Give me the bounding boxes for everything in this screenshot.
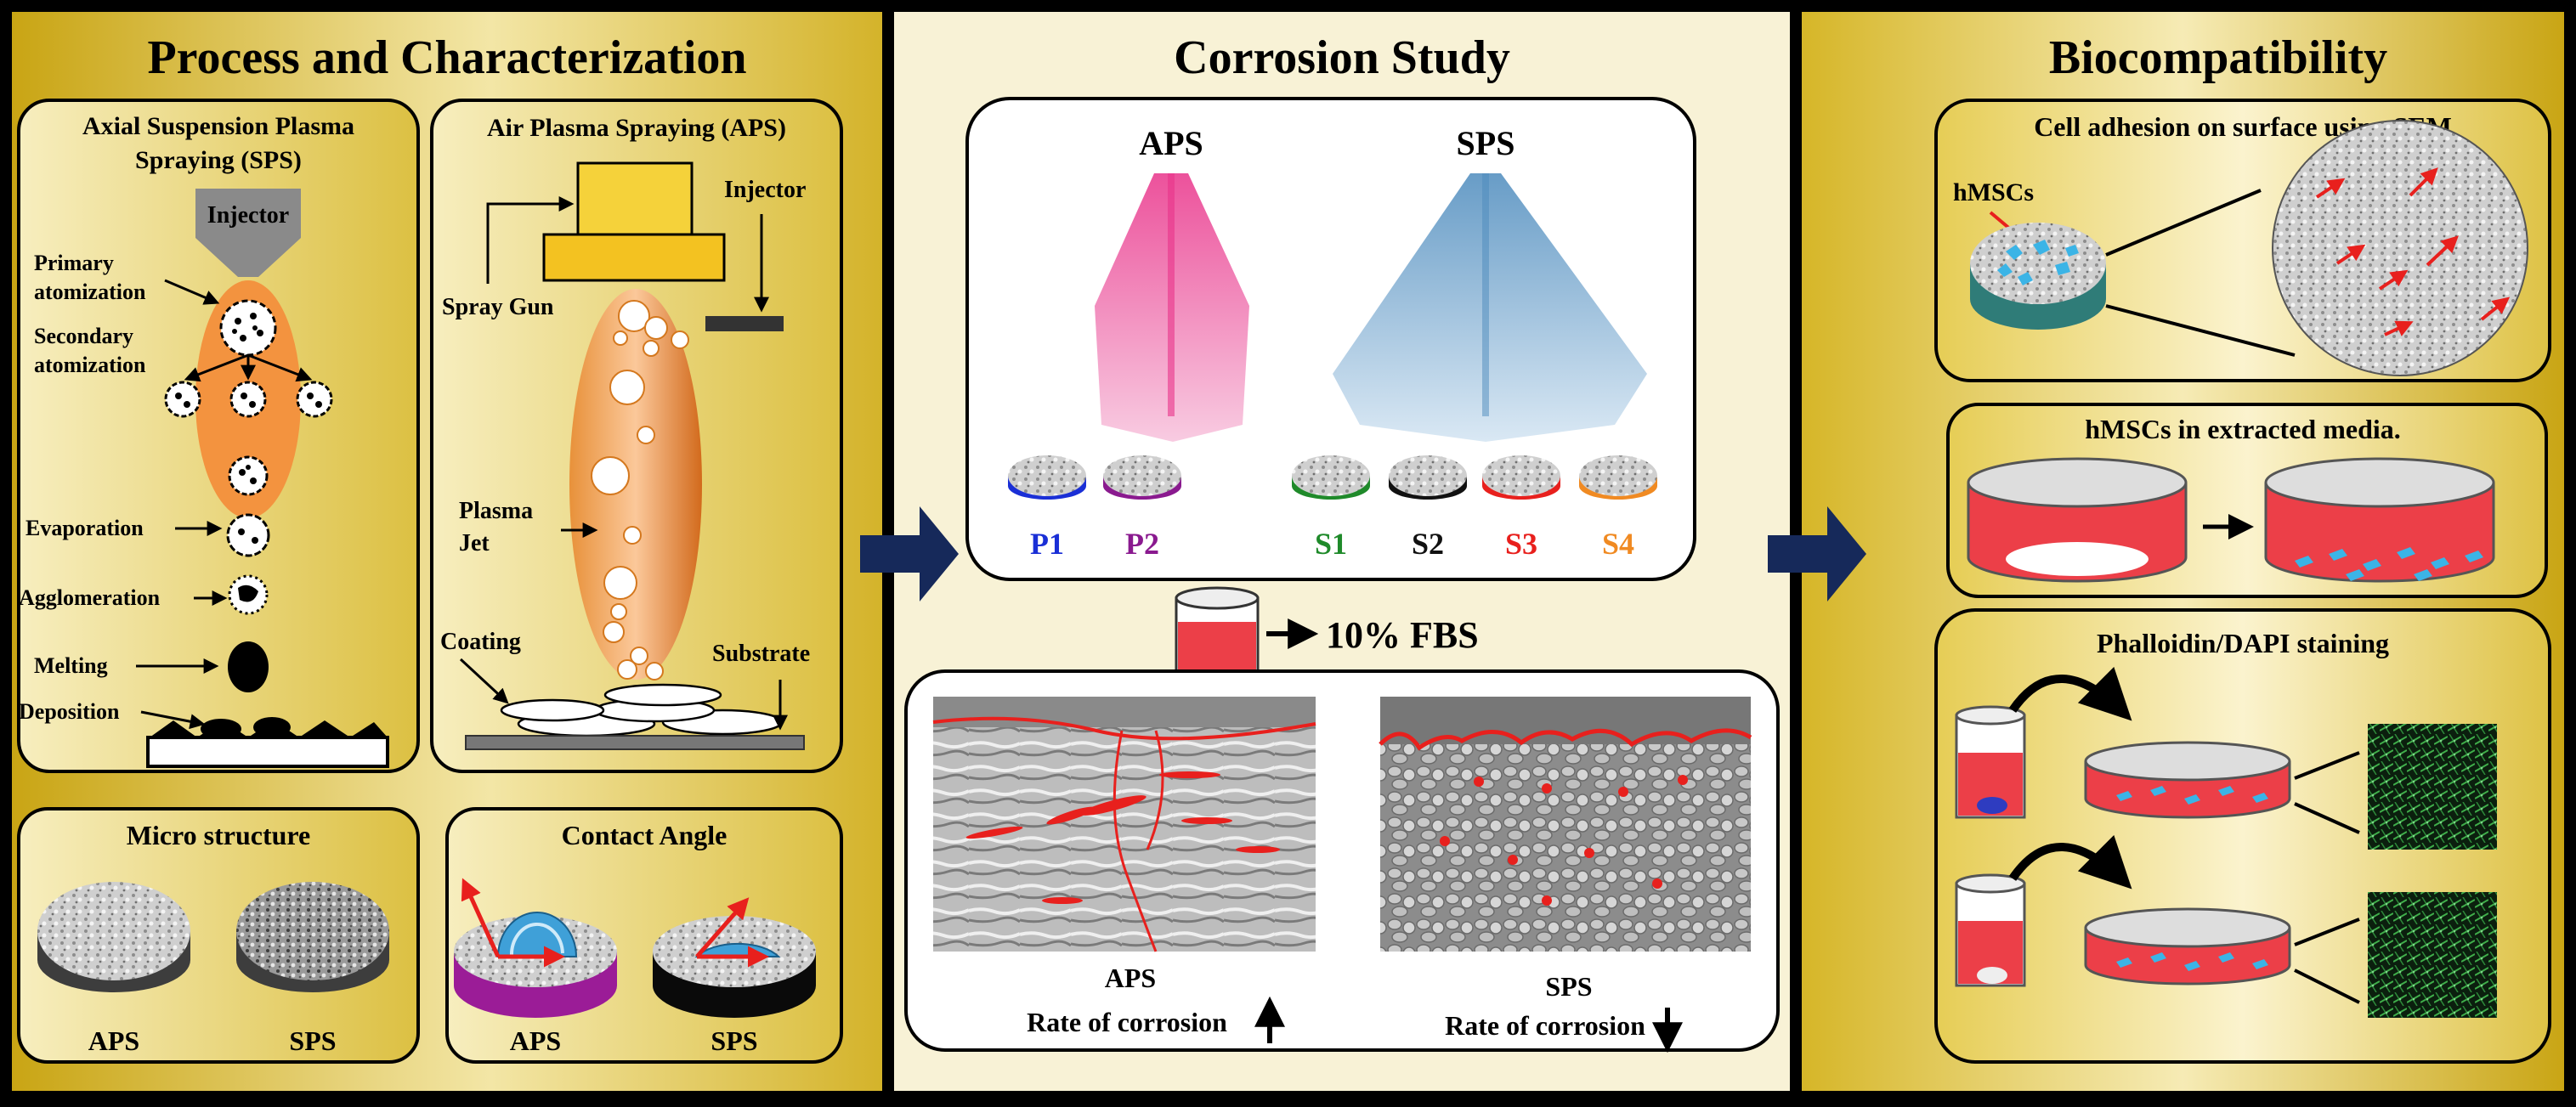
aps-plasma-jet <box>569 289 702 680</box>
droplet-group-icon <box>164 299 333 615</box>
aps-cross-section-image <box>932 697 1316 952</box>
aps-process-box: Air Plasma Spraying (APS) Injector Spray… <box>430 99 843 773</box>
sample-label-row: P1 P2 S1 S2 S3 S4 <box>1030 527 1634 561</box>
sample-label-s1: S1 <box>1315 527 1347 561</box>
micro-label-sps: SPS <box>289 1025 336 1056</box>
aps-coating-label: Coating <box>440 629 521 655</box>
label-melting: Melting <box>34 653 108 678</box>
fbs-beaker-icon <box>1175 586 1260 676</box>
injector-icon: Injector <box>195 189 301 277</box>
contact-label-sps: SPS <box>711 1025 757 1056</box>
staining-row-1 <box>1955 666 2497 850</box>
spray-label-aps: APS <box>1139 124 1203 162</box>
label-evaporation: Evaporation <box>25 516 144 540</box>
fluorescence-image-2 <box>2368 892 2497 1018</box>
sps-injector-label: Injector <box>207 202 289 229</box>
cross-section-box: APS Rate of corrosion SPS Rate of corros… <box>904 669 1780 1053</box>
aps-disc-icon <box>37 882 190 992</box>
spray-label-sps: SPS <box>1457 124 1515 162</box>
aps-plasma-label-line1: Plasma <box>459 498 533 524</box>
aps-spray-fan <box>1095 173 1249 442</box>
aps-particles <box>591 300 689 681</box>
contact-angle-box: Contact Angle APS SPS <box>445 807 843 1064</box>
sample-label-s3: S3 <box>1505 527 1537 561</box>
aps-box-title: Air Plasma Spraying (APS) <box>487 114 786 142</box>
sps-box-title-line2: Spraying (SPS) <box>135 146 302 174</box>
sample-disc-s1-icon <box>1292 455 1370 500</box>
microstructure-box: Micro structure APS SPS <box>17 807 420 1064</box>
tube-icon-1 <box>1955 705 2026 819</box>
aps-plasma-label-line2: Jet <box>459 530 490 556</box>
sample-disc-s2-icon <box>1389 455 1467 500</box>
cs-label-sps: SPS <box>1545 971 1592 1002</box>
label-primary-line1: Primary <box>34 251 114 275</box>
staining-title: Phalloidin/DAPI staining <box>2097 628 2389 658</box>
label-secondary-line2: atomization <box>34 353 146 377</box>
micro-title: Micro structure <box>127 820 311 850</box>
aps-injector-label: Injector <box>724 177 806 203</box>
micro-label-aps: APS <box>88 1025 139 1056</box>
staining-row-2 <box>1955 834 2497 1018</box>
aps-splats <box>500 683 784 737</box>
aps-injector-bar <box>705 316 784 331</box>
label-agglomeration: Agglomeration <box>19 585 161 610</box>
left-panel-title: Process and Characterization <box>147 31 746 84</box>
flow-arrow-right <box>1768 506 1866 602</box>
spray-comparison-box: APS SPS P1 P2 S1 S2 S3 S4 <box>965 97 1696 581</box>
label-secondary-line1: Secondary <box>34 324 133 348</box>
aps-substrate-label: Substrate <box>712 641 810 667</box>
sample-disc-p2-icon <box>1103 455 1181 500</box>
sample-label-p2: P2 <box>1125 527 1159 561</box>
extracted-media-box: hMSCs in extracted media. <box>1946 403 2548 598</box>
staining-box: Phalloidin/DAPI staining <box>1934 608 2551 1064</box>
sps-box-title-line1: Axial Suspension Plasma <box>82 112 354 140</box>
aps-spray-gun-label: Spray Gun <box>442 294 554 320</box>
sps-substrate <box>146 717 389 768</box>
flow-arrow-left <box>860 506 959 602</box>
extracted-title: hMSCs in extracted media. <box>2085 414 2401 444</box>
middle-panel-title: Corrosion Study <box>1174 31 1510 84</box>
tube-icon-2 <box>1955 873 2026 987</box>
sample-disc-p1-icon <box>1008 455 1086 500</box>
spray-gun-icon <box>542 161 726 282</box>
cell-adhesion-box: Cell adhesion on surface using SEM hMSCs <box>1934 99 2551 382</box>
aps-contact-disc-icon <box>454 878 617 1018</box>
cs-rate-aps: Rate of corrosion <box>1027 1007 1227 1037</box>
sample-label-s4: S4 <box>1602 527 1634 561</box>
contact-title: Contact Angle <box>562 820 728 850</box>
cs-rate-sps: Rate of corrosion <box>1445 1010 1645 1041</box>
aps-substrate <box>465 735 805 750</box>
label-deposition: Deposition <box>19 699 120 724</box>
sample-disc-row <box>1008 455 1657 500</box>
cs-label-aps: APS <box>1105 963 1156 993</box>
right-panel-title: Biocompatibility <box>2049 31 2387 84</box>
petri-dish-empty-icon <box>1967 457 2188 583</box>
sample-label-s2: S2 <box>1412 527 1444 561</box>
sample-disc-s3-icon <box>1482 455 1560 500</box>
label-primary-line2: atomization <box>34 280 146 304</box>
fluorescence-image-1 <box>2368 724 2497 850</box>
sample-label-p1: P1 <box>1030 527 1064 561</box>
sps-cross-section-image <box>1379 697 1752 952</box>
dish-icon-2 <box>2084 907 2291 986</box>
petri-dish-cells-icon <box>2264 457 2495 583</box>
cell-coated-disc-icon <box>1970 223 2106 330</box>
sps-contact-disc-icon <box>653 897 816 1018</box>
sem-image <box>2272 120 2528 376</box>
sps-process-box: Axial Suspension Plasma Spraying (SPS) I… <box>17 99 420 773</box>
sample-disc-s4-icon <box>1579 455 1657 500</box>
hmscs-label: hMSCs <box>1953 178 2034 206</box>
sps-disc-icon <box>236 882 389 992</box>
fbs-label: 10% FBS <box>1326 614 1479 656</box>
dish-icon-1 <box>2084 741 2291 819</box>
contact-label-aps: APS <box>510 1025 561 1056</box>
sps-spray-fan <box>1333 173 1647 442</box>
